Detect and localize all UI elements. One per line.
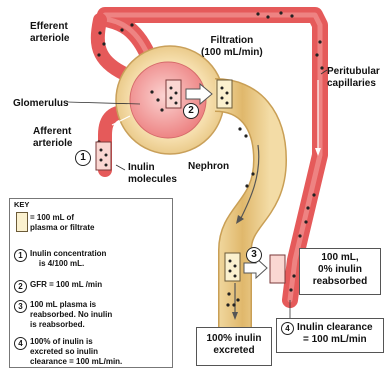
filtrate-unit-capsule	[217, 80, 232, 108]
nephron-tubule-inner	[215, 95, 270, 330]
label-nephron: Nephron	[188, 161, 229, 173]
label-filtration: Filtration (100 mL/min)	[201, 35, 263, 59]
label-peritubular-capillaries: Peritubular capillaries	[327, 66, 380, 90]
key-swatch	[16, 212, 28, 232]
plasma-unit-afferent	[96, 142, 111, 170]
callout-reabsorbed: 100 mL, 0% inulin reabsorbed	[299, 248, 381, 295]
step-1-marker: 1	[75, 150, 91, 166]
label-inulin-molecules: Inulin molecules	[128, 162, 177, 186]
label-glomerulus: Glomerulus	[13, 98, 69, 110]
label-efferent-arteriole: Efferent arteriole	[30, 21, 69, 45]
key-title: KEY	[14, 200, 29, 209]
callout-excreted: 100% inulin excreted	[196, 327, 272, 366]
plasma-unit-glomerulus	[166, 80, 181, 108]
reabsorbed-plasma-unit	[270, 255, 285, 283]
step-2-marker: 2	[183, 103, 199, 119]
step-4-marker: 4	[281, 322, 294, 335]
filtrate-unit-tubule	[225, 253, 240, 281]
label-afferent-arteriole: Afferent arteriole	[33, 126, 72, 150]
step-3-marker: 3	[246, 247, 262, 263]
key-swatch-label: = 100 mL of plasma or filtrate	[30, 213, 94, 233]
